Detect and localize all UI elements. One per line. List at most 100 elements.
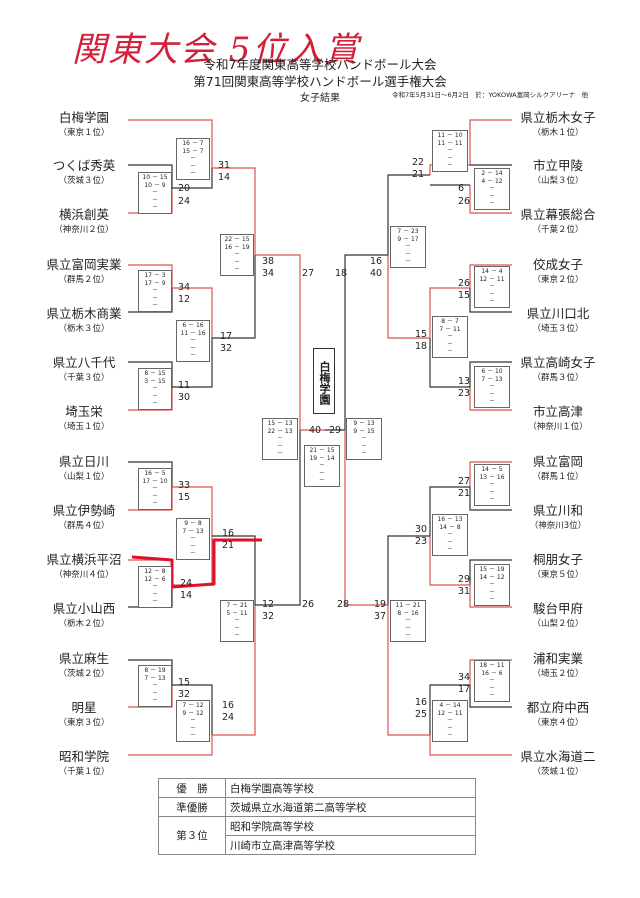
left-team-12: 県立麻生（茨城２位） (58, 651, 110, 679)
score: 32 (220, 343, 233, 354)
score: 12 (178, 294, 191, 305)
score: 23 (415, 536, 428, 547)
score: 30 (415, 524, 428, 535)
score: 15 (178, 677, 191, 688)
left-team-3: 横浜創英（神奈川２位） (54, 207, 114, 235)
score: 24 (178, 196, 191, 207)
right-team-1: 県立栃木女子（栃木１位） (520, 110, 596, 138)
red-marker-stroke (131, 538, 262, 589)
score: 14 (218, 172, 231, 183)
left-team-9: 県立伊勢崎（群馬４位） (52, 503, 116, 531)
left-team-14: 昭和学院（千葉１位） (58, 749, 110, 777)
score: 15 (415, 329, 428, 340)
score: 16 (222, 528, 235, 539)
left-team-2: つくば秀英（茨城３位） (52, 158, 116, 186)
set-score-box: 9 － 8 7 － 13 － － － (176, 518, 210, 560)
set-score-box: 12 － 8 12 － 6 － － － (138, 566, 172, 608)
table-row: 優 勝白梅学園高等学校 (158, 778, 476, 798)
left-team-13: 明星（東京３位） (58, 700, 110, 728)
score: 32 (262, 611, 275, 622)
score: 32 (178, 689, 191, 700)
left-team-1: 白梅学園（東京１位） (58, 110, 110, 138)
left-team-5: 県立栃木商業（栃木３位） (46, 306, 122, 334)
score: 24 (222, 712, 235, 723)
score: 19 (374, 599, 387, 610)
set-score-box: 6 － 10 7 － 13 － － － (474, 366, 510, 408)
right-team-4: 佼成女子（東京２位） (532, 257, 584, 285)
score: 28 (337, 599, 350, 610)
score: 33 (178, 480, 191, 491)
score: 6 (458, 183, 465, 194)
right-team-8: 県立富岡（群馬１位） (532, 454, 584, 482)
score: 21 (222, 540, 235, 551)
score: 21 (412, 169, 425, 180)
header-line2: 第71回関東高等学校ハンドボール選手権大会 (193, 74, 447, 89)
left-team-11: 県立小山西（栃木２位） (52, 601, 116, 629)
set-score-box: 16 － 13 14 － 8 － － － (432, 514, 468, 556)
right-team-14: 県立水海道二（茨城１位） (520, 749, 596, 777)
set-score-box: 7 － 12 9 － 12 － － － (176, 700, 210, 742)
set-score-box: 7 － 23 9 － 17 － － － (390, 226, 426, 268)
header-line3: 女子結果 (300, 93, 340, 104)
score: 15 (458, 290, 471, 301)
score: 21 (458, 488, 471, 499)
right-team-12: 浦和実業（埼玉２位） (532, 651, 584, 679)
set-score-box: 2 － 14 4 － 12 － － － (474, 168, 510, 210)
score: 17 (458, 684, 471, 695)
left-team-4: 県立富岡実業（群馬２位） (46, 257, 122, 285)
score: 26 (458, 278, 471, 289)
score: 12 (262, 599, 275, 610)
score: 24 (180, 578, 193, 589)
score: 34 (178, 282, 191, 293)
score: 17 (220, 331, 233, 342)
score: 16 (370, 256, 383, 267)
right-team-7: 市立高津（神奈川１位） (528, 404, 588, 432)
result-label: 第３位 (158, 816, 226, 855)
result-value: 川崎市立高津高等学校 (225, 835, 476, 855)
right-team-9: 県立川和（神奈川3位） (529, 503, 587, 531)
table-row: 川崎市立高津高等学校 (159, 835, 476, 855)
result-label: 準優勝 (158, 797, 226, 817)
set-score-box: 14 － 5 13 － 16 － － － (474, 464, 510, 506)
results-table: 優 勝白梅学園高等学校 準優勝茨城県立水海道第二高等学校 第３位昭和学院高等学校… (158, 778, 476, 855)
score: 31 (458, 586, 471, 597)
score: 34 (262, 268, 275, 279)
score: 16 (222, 700, 235, 711)
right-team-10: 桐朋女子（東京５位） (532, 552, 584, 580)
set-score-box: 22 － 15 16 － 19 － － － (220, 234, 254, 276)
right-team-2: 市立甲陵（山梨３位） (532, 158, 584, 186)
score: 23 (458, 388, 471, 399)
set-score-box: 14 － 4 12 － 11 － － － (474, 266, 510, 308)
left-team-10: 県立横浜平沼（神奈川４位） (46, 552, 122, 580)
set-score-box: 4 － 14 12 － 11 － － － (432, 700, 468, 742)
set-score-box: 17 － 3 17 － 9 － － － (138, 270, 172, 312)
score: 22 (412, 157, 425, 168)
score: 20 (178, 183, 191, 194)
set-score-box: 15 － 13 22 － 13 － － － (262, 418, 298, 460)
set-score-box: 16 － 5 17 － 10 － － － (138, 468, 172, 510)
score: 37 (374, 611, 387, 622)
score: 15 (178, 492, 191, 503)
score: 38 (262, 256, 275, 267)
score: 34 (458, 672, 471, 683)
header-dates: 令和7年5月31日～6月2日 於：YOKOWA富岡シルクアリーナ 他 (392, 91, 589, 99)
right-team-6: 県立高崎女子（群馬３位） (520, 355, 596, 383)
header-line1: 令和7年度関東高等学校ハンドボール大会 (203, 57, 437, 72)
final-score-right: 29 (329, 425, 342, 436)
set-score-box: 16 － 7 15 － 7 － － － (176, 138, 210, 180)
score: 40 (370, 268, 383, 279)
set-score-box: 7 － 21 5 － 11 － － － (220, 600, 254, 642)
set-score-box: 15 － 19 14 － 12 － － － (474, 564, 510, 606)
left-team-7: 埼玉栄（埼玉１位） (58, 404, 110, 432)
score: 29 (458, 574, 471, 585)
left-team-8: 県立日川（山梨１位） (58, 454, 110, 482)
result-value: 茨城県立水海道第二高等学校 (225, 797, 476, 817)
set-score-box: 10 － 15 10 － 9 － － － (138, 172, 172, 214)
set-score-box: 6 － 16 11 － 16 － － － (176, 320, 210, 362)
score: 11 (178, 380, 191, 391)
table-row: 第３位昭和学院高等学校 (158, 816, 476, 855)
set-score-box: 9 － 13 9 － 15 － － － (346, 418, 382, 460)
champion-box: 白梅学園 (313, 348, 335, 414)
right-team-11: 駿台甲府（山梨２位） (532, 601, 584, 629)
